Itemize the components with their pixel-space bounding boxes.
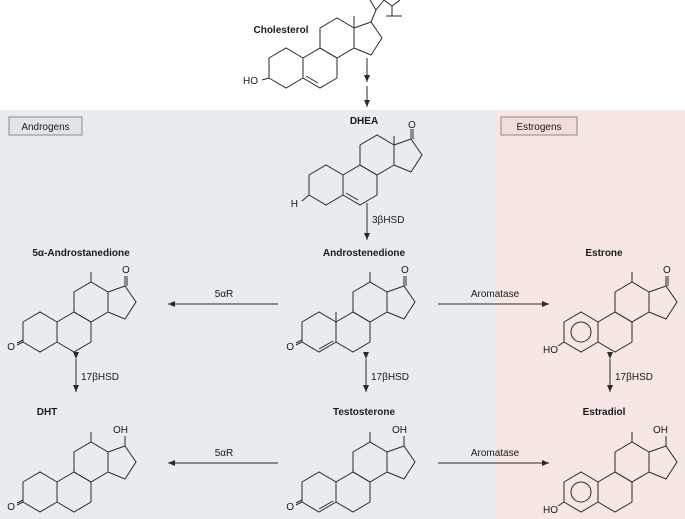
enzyme-5ar-bottom: 5αR xyxy=(215,448,234,459)
dhea-structure xyxy=(301,129,423,206)
androstenedione-structure xyxy=(295,272,416,353)
estrogens-tag-label: Estrogens xyxy=(516,122,561,133)
testosterone-o: O xyxy=(286,502,294,513)
estradiol-structure xyxy=(557,432,678,513)
androgens-tag: Androgens xyxy=(8,116,83,136)
enzyme-aromatase-bottom: Aromatase xyxy=(471,448,520,459)
enzyme-17bhsd-right: 17βHSD xyxy=(615,372,653,383)
dht-o: O xyxy=(7,502,15,513)
estradiol-ho: HO xyxy=(543,505,558,516)
dht-oh: OH xyxy=(113,425,128,436)
androstanedione-o-left: O xyxy=(7,342,15,353)
enzyme-17bhsd-mid: 17βHSD xyxy=(371,372,409,383)
dht-label: DHT xyxy=(37,407,58,418)
estrone-structure xyxy=(557,272,678,353)
estrone-label: Estrone xyxy=(585,248,623,259)
cholesterol-structure xyxy=(261,0,402,89)
androstanedione-structure xyxy=(16,272,137,353)
cholesterol-ho: HO xyxy=(243,76,258,87)
dhea-o: O xyxy=(408,120,416,131)
estrogens-panel xyxy=(495,110,685,519)
androstanedione-label: 5α-Androstanedione xyxy=(32,248,130,259)
androgens-tag-label: Androgens xyxy=(21,122,69,133)
androstenedione-o-left: O xyxy=(286,342,294,353)
estradiol-oh: OH xyxy=(653,425,668,436)
enzyme-5ar-top: 5αR xyxy=(215,289,234,300)
estradiol-label: Estradiol xyxy=(583,407,626,418)
dhea-label: DHEA xyxy=(350,116,378,127)
androstanedione-o-top: O xyxy=(122,265,130,276)
enzyme-3bhsd: 3βHSD xyxy=(372,215,404,226)
testosterone-oh: OH xyxy=(392,425,407,436)
dhea-h: H xyxy=(291,199,298,210)
testosterone-structure xyxy=(295,432,416,513)
estrone-o: O xyxy=(663,265,671,276)
androgens-panel xyxy=(0,110,495,519)
enzyme-aromatase-top: Aromatase xyxy=(471,289,520,300)
testosterone-label: Testosterone xyxy=(333,407,395,418)
enzyme-17bhsd-left: 17βHSD xyxy=(81,372,119,383)
estrogens-tag: Estrogens xyxy=(500,116,578,136)
dht-structure xyxy=(16,432,137,513)
androstenedione-o-top: O xyxy=(401,265,409,276)
estrone-ho: HO xyxy=(543,345,558,356)
cholesterol-label: Cholesterol xyxy=(253,25,308,36)
androstenedione-label: Androstenedione xyxy=(323,248,406,259)
